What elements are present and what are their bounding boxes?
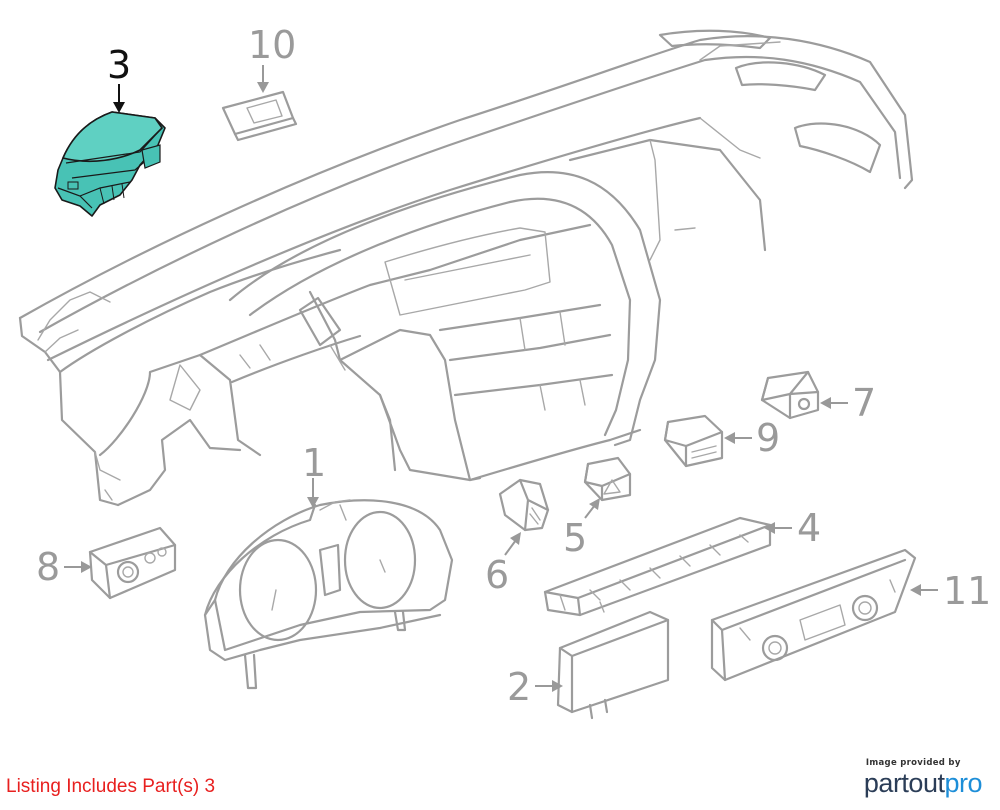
credit-caption: Image provided by [865, 758, 961, 768]
callout-10: 10 [248, 23, 296, 67]
part-6-drawing [498, 478, 550, 532]
callout-5: 5 [563, 516, 587, 560]
callout-4: 4 [797, 506, 821, 550]
image-credit: Image provided by partoutpro [863, 758, 983, 798]
callout-6: 6 [485, 553, 509, 597]
part-11-drawing [710, 548, 917, 682]
brand-name-accent: pro [944, 768, 982, 798]
callout-3: 3 [107, 43, 131, 87]
part-1-drawing [203, 499, 454, 690]
callout-labels: 3 10 7 9 1 6 5 4 8 11 2 [36, 23, 991, 709]
callout-8: 8 [36, 545, 60, 589]
callout-arrows [64, 65, 938, 692]
part-4-drawing [543, 516, 772, 617]
callout-2: 2 [507, 665, 531, 709]
brand-logo[interactable]: partoutpro [863, 768, 983, 798]
part-2-drawing [556, 610, 670, 720]
brand-name-part: partout [863, 768, 945, 798]
callout-7: 7 [852, 381, 876, 425]
instrument-panel-drawing [18, 29, 914, 507]
part-10-drawing [221, 90, 298, 142]
part-3-drawing [54, 111, 166, 217]
callout-9: 9 [756, 416, 780, 460]
listing-note: Listing Includes Part(s) 3 [6, 776, 216, 797]
callout-11: 11 [943, 569, 991, 613]
callout-1: 1 [302, 441, 326, 485]
part-9-drawing [663, 414, 724, 468]
part-5-drawing [583, 456, 632, 502]
part-7-drawing [760, 370, 820, 420]
part-8-drawing [88, 526, 177, 600]
